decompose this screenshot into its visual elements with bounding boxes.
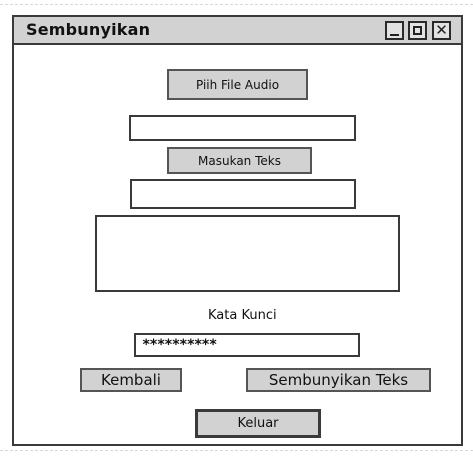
maximize-icon <box>413 26 422 35</box>
hide-text-button[interactable]: Sembunyikan Teks <box>246 368 431 392</box>
password-field[interactable]: ********** <box>134 333 360 357</box>
back-button[interactable]: Kembali <box>80 368 182 392</box>
choose-audio-file-button[interactable]: Piih File Audio <box>167 69 308 100</box>
hide-text-label: Sembunyikan Teks <box>268 371 409 389</box>
text-input-field[interactable] <box>130 179 356 209</box>
page-bottom-divider <box>0 450 473 451</box>
exit-label: Keluar <box>237 416 279 431</box>
enter-text-button[interactable]: Masukan Teks <box>167 147 312 174</box>
minimize-icon <box>390 34 399 36</box>
window-title: Sembunyikan <box>26 20 151 39</box>
minimize-button[interactable] <box>385 21 404 40</box>
back-label: Kembali <box>101 371 161 389</box>
title-bar: Sembunyikan ✕ <box>14 17 461 45</box>
audio-file-path-field[interactable] <box>129 115 356 141</box>
exit-button[interactable]: Keluar <box>195 409 321 438</box>
password-label: Kata Kunci <box>208 308 277 323</box>
close-button[interactable]: ✕ <box>432 21 451 40</box>
password-value: ********** <box>142 337 217 353</box>
choose-audio-file-label: Piih File Audio <box>195 77 280 92</box>
page-top-divider <box>0 4 473 5</box>
enter-text-label: Masukan Teks <box>198 153 281 168</box>
close-icon: ✕ <box>435 21 448 39</box>
maximize-button[interactable] <box>408 21 427 40</box>
message-text-area[interactable] <box>95 215 400 292</box>
